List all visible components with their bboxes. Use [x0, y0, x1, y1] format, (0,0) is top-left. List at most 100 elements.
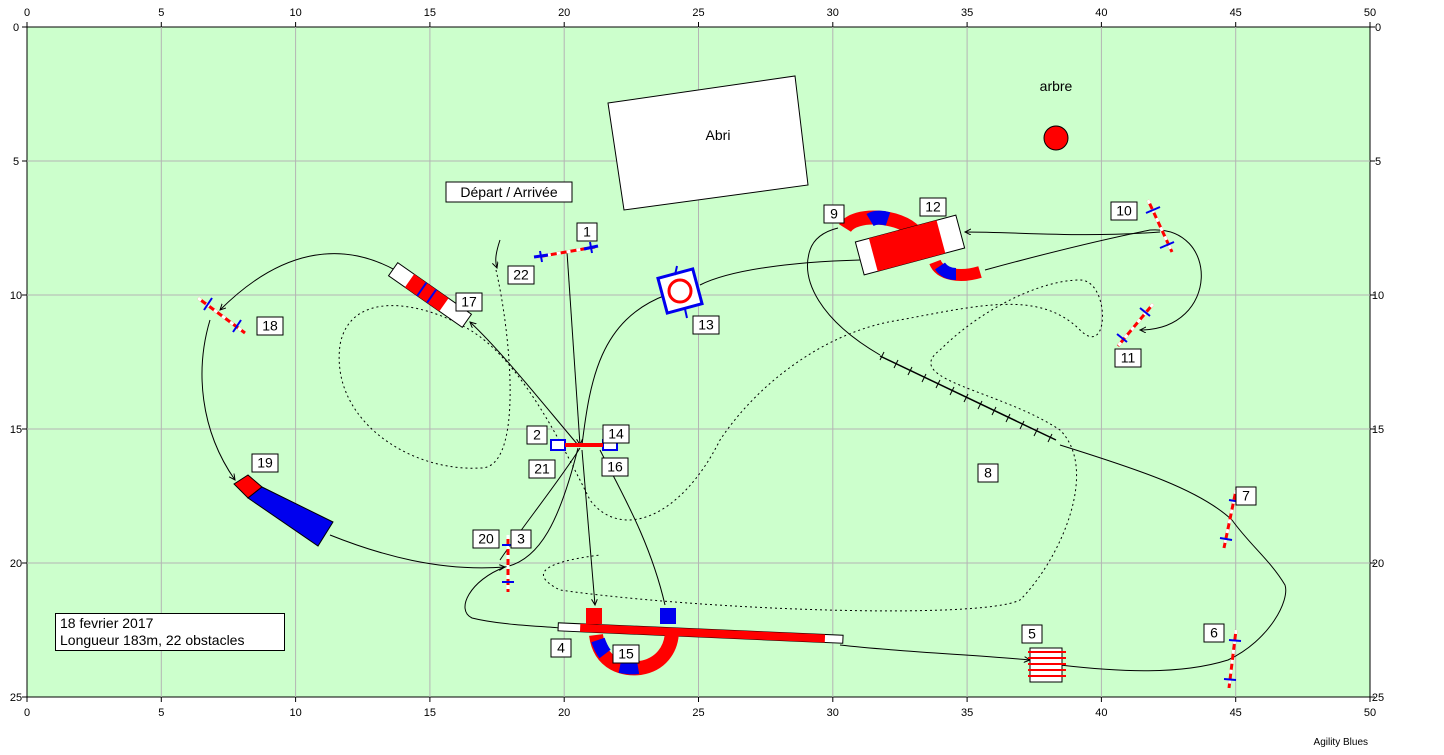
tunnel-15-exit — [660, 608, 676, 624]
obstacle-number-label: 12 — [925, 199, 941, 215]
dog-walk-12 — [854, 214, 966, 276]
footer-credit: Agility Blues — [1313, 737, 1368, 748]
y-tick-label-left: 10 — [10, 290, 22, 302]
x-tick-label-top: 15 — [424, 7, 436, 19]
obstacle-number-2: 2 — [526, 425, 548, 445]
weave-5 — [1028, 647, 1066, 683]
obstacle-number-label: 22 — [513, 267, 529, 283]
obstacle-number-label: 9 — [830, 206, 838, 222]
jump-18 — [197, 296, 246, 335]
obstacle-number-label: 17 — [461, 294, 477, 310]
x-tick-label-top: 10 — [289, 7, 301, 19]
obstacle-number-22: 22 — [507, 265, 535, 285]
y-tick-label-right: 0 — [1375, 22, 1381, 34]
x-tick-label-top: 25 — [692, 7, 704, 19]
y-tick-label-right: 15 — [1372, 424, 1384, 436]
jump-6 — [1223, 629, 1242, 689]
obstacle-number-label: 2 — [533, 427, 541, 443]
jump-10 — [1145, 199, 1175, 253]
weave-8 — [879, 351, 1057, 443]
y-tick-label-left: 20 — [10, 558, 22, 570]
y-tick-label-right: 5 — [1375, 156, 1381, 168]
dog-walk-4 — [557, 622, 844, 644]
x-tick-label-top: 0 — [24, 7, 30, 19]
x-tick-label-top: 30 — [827, 7, 839, 19]
x-tick-label-bottom: 45 — [1230, 707, 1242, 719]
obstacle-number-label: 3 — [517, 531, 525, 547]
obstacle-number-label: 8 — [984, 465, 992, 481]
obstacle-number-10: 10 — [1110, 201, 1138, 221]
handler-path — [338, 269, 1103, 612]
shelter-label: Abri — [706, 127, 731, 143]
obstacle-number-label: 20 — [478, 531, 494, 547]
obstacle-number-21: 21 — [528, 459, 556, 479]
obstacle-number-17: 17 — [455, 292, 483, 312]
start-finish-box: Départ / Arrivée — [445, 181, 573, 203]
x-tick-label-top: 40 — [1095, 7, 1107, 19]
start-finish-label: Départ / Arrivée — [460, 184, 557, 200]
obstacle-number-label: 11 — [1121, 350, 1136, 366]
obstacle-number-20: 20 — [472, 529, 500, 549]
tunnel-12-curve — [929, 259, 982, 281]
obstacle-number-label: 15 — [618, 646, 634, 662]
course-length: Longueur 183m, 22 obstacles — [60, 632, 245, 648]
obstacle-number-14: 14 — [602, 424, 630, 444]
y-tick-label-left: 25 — [10, 692, 22, 704]
obstacle-number-13: 13 — [692, 315, 720, 335]
x-tick-label-bottom: 30 — [827, 707, 839, 719]
obstacle-number-6: 6 — [1203, 623, 1225, 643]
shelter: Abri — [607, 75, 809, 211]
obstacle-number-11: 11 — [1114, 348, 1142, 368]
obstacle-number-4: 4 — [550, 638, 572, 658]
obstacle-number-label: 7 — [1242, 488, 1250, 504]
obstacle-number-label: 6 — [1210, 625, 1218, 641]
y-tick-label-left: 0 — [13, 22, 19, 34]
x-tick-label-bottom: 15 — [424, 707, 436, 719]
obstacle-number-label: 18 — [262, 318, 278, 334]
course-info-box: 18 fevrier 2017 Longueur 183m, 22 obstac… — [55, 613, 285, 651]
obstacle-number-1: 1 — [576, 222, 598, 242]
x-tick-label-bottom: 25 — [692, 707, 704, 719]
x-tick-label-top: 50 — [1364, 7, 1376, 19]
jump-11 — [1116, 303, 1155, 347]
jump-1 — [533, 241, 599, 263]
obstacle-number-3: 3 — [510, 529, 532, 549]
obstacle-number-label: 16 — [607, 459, 623, 475]
y-tick-label-left: 5 — [13, 156, 19, 168]
x-tick-label-bottom: 50 — [1364, 707, 1376, 719]
x-tick-label-bottom: 35 — [961, 707, 973, 719]
obstacle-number-8: 8 — [977, 463, 999, 483]
obstacle-number-label: 21 — [534, 461, 550, 477]
axis-labels: 0055101015152020252530303535404045455050… — [10, 7, 1384, 719]
tunnel-15 — [589, 629, 679, 676]
obstacle-number-15: 15 — [612, 644, 640, 664]
tire-13 — [656, 265, 704, 319]
tunnel-15-entry — [586, 608, 602, 624]
tunnel-17 — [387, 261, 473, 329]
obstacle-number-label: 1 — [583, 224, 591, 240]
obstacle-number-9: 9 — [823, 204, 845, 224]
axis-ticks — [22, 22, 1375, 702]
x-tick-label-top: 5 — [158, 7, 164, 19]
obstacle-number-18: 18 — [256, 316, 284, 336]
obstacle-number-7: 7 — [1235, 486, 1257, 506]
obstacle-number-label: 13 — [698, 317, 714, 333]
x-tick-label-bottom: 10 — [289, 707, 301, 719]
x-tick-label-bottom: 5 — [158, 707, 164, 719]
obstacle-number-label: 10 — [1116, 203, 1132, 219]
y-tick-label-right: 20 — [1372, 558, 1384, 570]
course-date: 18 fevrier 2017 — [60, 615, 154, 631]
obstacle-number-5: 5 — [1021, 624, 1043, 644]
obstacle-number-label: 4 — [557, 640, 565, 656]
x-tick-label-bottom: 40 — [1095, 707, 1107, 719]
obstacle-number-label: 19 — [257, 455, 273, 471]
y-tick-label-left: 15 — [10, 424, 22, 436]
tree: arbre — [1040, 78, 1073, 151]
x-tick-label-top: 45 — [1230, 7, 1242, 19]
tree-label: arbre — [1040, 78, 1073, 94]
obstacle-number-16: 16 — [601, 457, 629, 477]
x-tick-label-top: 35 — [961, 7, 973, 19]
